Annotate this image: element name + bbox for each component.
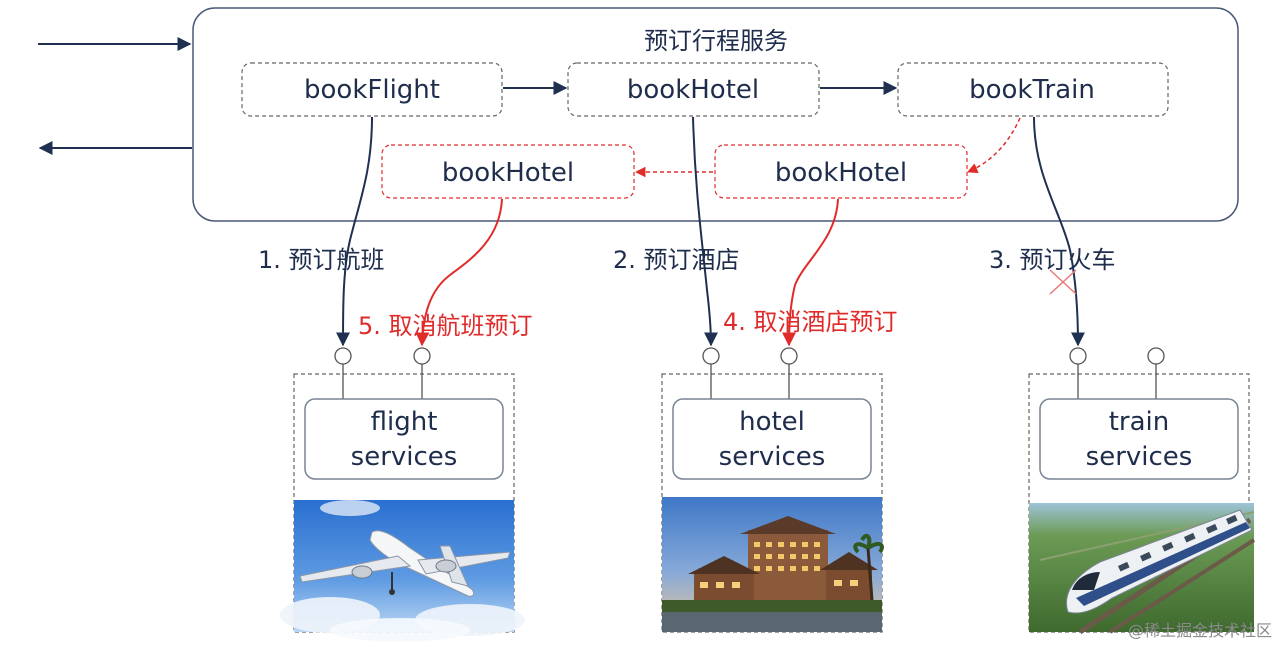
train-book-port[interactable] [1069, 347, 1087, 365]
hotel-book-port[interactable] [702, 347, 720, 365]
step3-label: 3. 预订火车 [989, 246, 1116, 274]
book-flight-node[interactable]: bookFlight [241, 62, 503, 117]
watermark: @稀土掘金技术社区 [1128, 621, 1272, 640]
call-flight-service-arrow [336, 116, 373, 347]
book-flight-label: bookFlight [304, 75, 440, 105]
compensate-hotel-right-label: bookHotel [775, 158, 907, 188]
process-container [192, 7, 1239, 222]
compensate-hotel-left-label: bookHotel [442, 158, 574, 188]
flight-service-line2: services [351, 442, 458, 472]
flight-service-panel: flight services [280, 347, 525, 642]
train-service-line1: train [1109, 407, 1170, 437]
call-hotel-service-arrow [692, 116, 718, 347]
train-to-compensate-arrow [967, 117, 1021, 173]
book-train-node[interactable]: bookTrain [897, 62, 1169, 117]
flight-service-line1: flight [371, 407, 438, 437]
hotel-service-box[interactable] [672, 398, 872, 480]
book-hotel-label: bookHotel [627, 75, 759, 105]
airplane-photo [280, 500, 525, 642]
step5-label: 5. 取消航班预订 [358, 312, 533, 340]
compensate-hotel-left-node[interactable]: bookHotel [381, 144, 635, 199]
train-service-panel: train services [1028, 347, 1256, 635]
train-service-box[interactable] [1039, 398, 1239, 480]
train-service-line2: services [1086, 442, 1193, 472]
cancel-flight-arrow [415, 198, 503, 347]
hotel-cancel-port[interactable] [780, 347, 798, 365]
hotel-service-panel: hotel services [661, 347, 884, 633]
step1-label: 1. 预订航班 [258, 246, 385, 274]
step4-label: 4. 取消酒店预订 [723, 308, 898, 336]
book-hotel-node[interactable]: bookHotel [567, 62, 820, 117]
flight-cancel-port[interactable] [413, 347, 431, 365]
step2-label: 2. 预订酒店 [613, 246, 740, 274]
hotel-service-line2: services [719, 442, 826, 472]
flight-book-port[interactable] [334, 347, 352, 365]
train-cancel-port[interactable] [1147, 347, 1165, 365]
train-photo [1029, 503, 1256, 635]
flight-service-box[interactable] [304, 398, 504, 480]
hotel-service-line1: hotel [739, 407, 805, 437]
process-title: 预订行程服务 [644, 27, 788, 55]
failure-cross-icon [1049, 269, 1077, 295]
book-train-label: bookTrain [969, 75, 1095, 105]
compensate-hotel-right-node[interactable]: bookHotel [714, 144, 968, 199]
call-train-service-arrow [1033, 116, 1085, 347]
cancel-hotel-arrow [782, 198, 839, 347]
hotel-photo [662, 497, 884, 632]
